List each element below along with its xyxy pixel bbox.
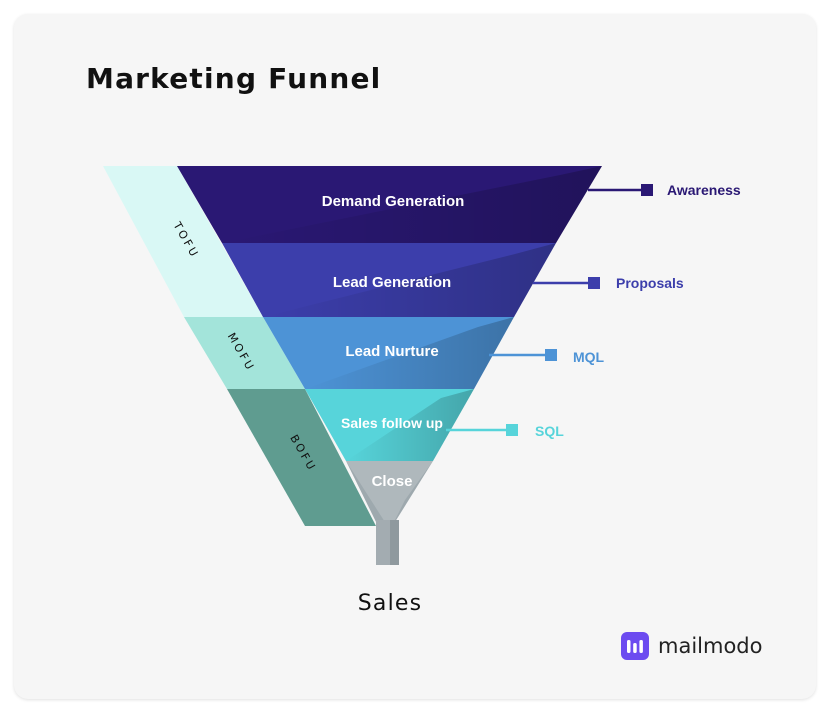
stage-band xyxy=(346,461,433,530)
funnel-stage-close xyxy=(346,461,433,530)
connector-sql: SQL xyxy=(446,423,564,439)
connector-label-awareness: Awareness xyxy=(667,182,741,198)
funnel-spout-shade xyxy=(390,520,399,565)
stage-facet xyxy=(346,389,474,461)
stage-label-lead-nurture: Lead Nurture xyxy=(345,343,438,360)
connector-label-sql: SQL xyxy=(535,423,564,439)
connector-label-mql: MQL xyxy=(573,349,605,365)
funnel-stage-demand-generation xyxy=(177,166,602,243)
phase-band-mofu xyxy=(184,317,305,389)
brand-logo: mailmodo xyxy=(621,632,762,660)
connector-proposals: Proposals xyxy=(533,275,684,291)
phase-band-bofu xyxy=(227,389,376,526)
connector-marker xyxy=(588,277,600,289)
phase-band-tofu xyxy=(103,166,263,317)
connector-awareness: Awareness xyxy=(588,182,741,198)
stage-facet xyxy=(305,317,514,389)
stage-facet xyxy=(346,461,433,530)
connector-marker xyxy=(545,349,557,361)
output-label-sales: Sales xyxy=(358,591,423,616)
stage-facet xyxy=(263,243,556,317)
funnel-stage-lead-nurture xyxy=(263,317,514,389)
stage-label-demand-generation: Demand Generation xyxy=(322,193,465,210)
connector-mql: MQL xyxy=(489,349,605,365)
connector-marker xyxy=(506,424,518,436)
stage-label-sales-follow-up: Sales follow up xyxy=(341,415,443,431)
page-title: Marketing Funnel xyxy=(86,62,382,95)
funnel-stage-sales-follow-up xyxy=(305,389,474,461)
stage-facet xyxy=(222,166,602,243)
connector-marker xyxy=(641,184,653,196)
brand-name: mailmodo xyxy=(658,634,763,658)
stage-label-lead-generation: Lead Generation xyxy=(333,274,451,291)
connector-label-proposals: Proposals xyxy=(616,275,684,291)
stage-label-close: Close xyxy=(372,473,413,490)
mailmodo-logo-icon xyxy=(621,632,649,660)
funnel-stage-lead-generation xyxy=(222,243,556,317)
